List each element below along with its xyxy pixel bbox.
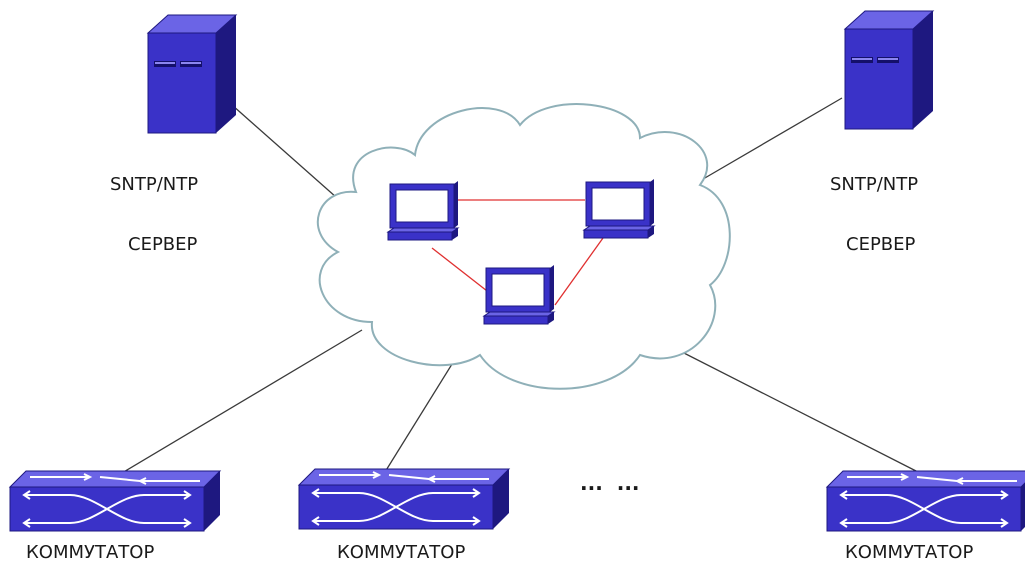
network-switch-icon	[9, 470, 221, 532]
network-cloud-icon	[316, 103, 731, 390]
network-switch-icon	[826, 470, 1025, 532]
switch-label: КОММУТАТОР	[337, 542, 465, 561]
server-role-label: СЕРВЕР	[846, 234, 916, 255]
link-cloud-switch-4	[677, 349, 919, 473]
peer-link-right	[554, 237, 604, 306]
server-left-labels: SNTP/NTP СЕРВЕР	[110, 174, 198, 255]
server-protocol-label: SNTP/NTP	[830, 174, 918, 195]
link-server-right-cloud	[697, 97, 843, 183]
laptop-icon	[483, 264, 555, 325]
switch-label: КОММУТАТОР	[845, 542, 973, 561]
server-tower-icon	[147, 14, 237, 134]
link-cloud-switch-2	[384, 347, 463, 473]
server-protocol-label: SNTP/NTP	[110, 174, 198, 195]
link-server-left-cloud	[231, 104, 346, 206]
server-right-labels: SNTP/NTP СЕРВЕР	[830, 174, 918, 255]
server-role-label: СЕРВЕР	[128, 234, 198, 255]
switch-label: КОММУТАТОР	[26, 542, 154, 561]
more-switches-ellipsis: ... ...	[580, 471, 640, 495]
connection-lines	[121, 97, 919, 474]
server-tower-icon	[844, 10, 934, 130]
network-switch-icon	[298, 468, 510, 530]
laptop-icon	[583, 178, 655, 239]
laptop-icon	[387, 180, 459, 241]
link-cloud-switch-1	[121, 329, 363, 474]
